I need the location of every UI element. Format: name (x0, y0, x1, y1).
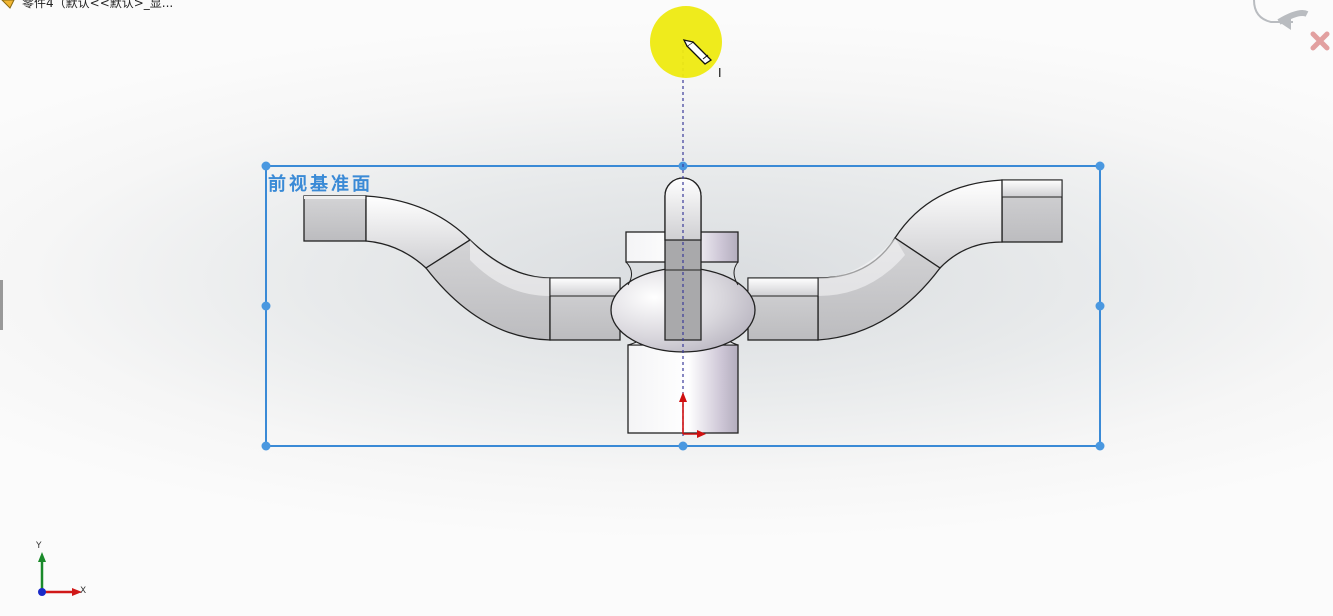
document-title: 零件4（默认<<默认>_显... (22, 0, 174, 10)
plane-handle (261, 301, 271, 311)
plane-handle (1095, 441, 1105, 451)
origin-icon (679, 392, 706, 438)
left-panel-edge[interactable] (0, 280, 3, 330)
confirm-corner-icon[interactable] (1253, 0, 1309, 30)
cancel-corner-icon[interactable] (1310, 31, 1330, 51)
plane-handle (678, 441, 688, 451)
view-triad[interactable] (38, 552, 82, 596)
plane-handle (1095, 301, 1105, 311)
plane-label: 前视基准面 (268, 174, 373, 195)
cursor-text-indicator: I (718, 66, 722, 80)
part-document-icon (1, 0, 15, 9)
triad-y-label: Y (36, 541, 42, 551)
right-wing[interactable] (747, 179, 1063, 341)
triad-x-label: X (80, 586, 87, 596)
pencil-sketch-cursor-icon (682, 39, 713, 65)
plane-handle (261, 441, 271, 451)
confirm-corner[interactable] (1249, 0, 1333, 64)
plane-handle (1095, 161, 1105, 171)
plane-handle (261, 161, 271, 171)
center-hub[interactable] (610, 177, 756, 434)
left-wing[interactable] (303, 195, 621, 341)
